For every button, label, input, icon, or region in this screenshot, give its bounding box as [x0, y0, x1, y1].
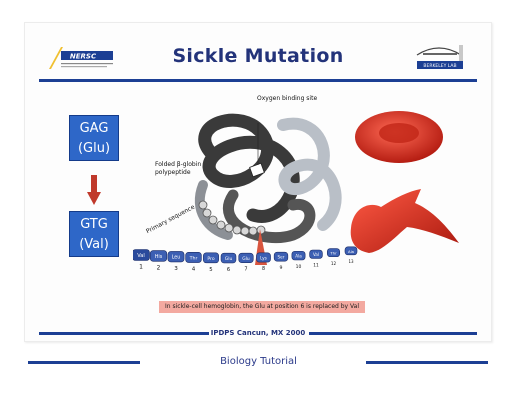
aa-normal: (Glu) — [77, 141, 111, 156]
residue-position: 11 — [313, 262, 319, 268]
residue-label: Glu — [242, 256, 250, 262]
residue-shape — [133, 249, 150, 261]
page-rule-right — [366, 361, 488, 364]
residue-bead: Pro 5 — [203, 252, 219, 273]
residue-bead: Glu 7 — [238, 252, 254, 273]
globin-diagram: Val 1 His 2 Leu 3 Thr 4 Pro 5 Glu 6 Glu 7 Lys 8 Ser 9 Ala 1… — [133, 113, 358, 273]
residue-bead: Ala 13 — [344, 246, 358, 264]
red-blood-cells — [350, 111, 459, 253]
primary-sequence-chain: Val 1 His 2 Leu 3 Thr 4 Pro 5 Glu 6 Glu 7 Lys 8 Ser 9 Ala 1… — [133, 246, 358, 273]
berkeley-lab-logo: BERKELEY LAB — [416, 45, 463, 69]
residue-bead: Ala 10 — [291, 250, 306, 270]
residue-shape — [220, 252, 237, 264]
residue-position: 13 — [348, 259, 354, 264]
slide-title: Sickle Mutation — [172, 45, 344, 67]
codon-normal: GAG — [79, 121, 109, 136]
residue-position: 6 — [227, 267, 230, 273]
residue-label: Pro — [207, 256, 214, 262]
residue-label: Ser — [278, 255, 285, 260]
residue-position: 4 — [192, 267, 196, 273]
residue-shape — [273, 251, 289, 262]
residue-position: 1 — [139, 264, 143, 271]
residue-label: Glu — [225, 256, 233, 262]
residue-label: His — [155, 254, 163, 260]
codon-normal-box: GAG (Glu) — [69, 115, 119, 161]
residue-label: Ala — [295, 254, 302, 259]
residue-shape — [238, 252, 254, 263]
label-folded-line2: polypeptide — [155, 169, 191, 176]
logo-left-text: NERSC — [70, 53, 97, 61]
residue-label: Val — [137, 253, 145, 259]
residue-bead: Lys 8 — [256, 252, 271, 272]
residue-position: 12 — [331, 261, 337, 266]
residue-position: 2 — [157, 265, 161, 271]
page-rule-left — [28, 361, 140, 364]
aa-mutant: (Val) — [79, 237, 109, 252]
caption-banner: In sickle-cell hemoglobin, the Glu at po… — [159, 301, 365, 313]
residue-label: Lys — [260, 255, 268, 261]
residue-bead: Val 11 — [309, 249, 323, 268]
residue-label: Ala — [348, 249, 354, 254]
logo-right-text: BERKELEY LAB — [423, 63, 456, 69]
page-footer-label: Biology Tutorial — [220, 356, 297, 367]
residue-shape — [185, 251, 202, 263]
footer-rule-left — [39, 332, 209, 335]
label-folded-line1: Folded β-globin — [155, 161, 202, 168]
residue-bead: Glu 6 — [220, 252, 237, 273]
residue-bead: Leu 3 — [167, 251, 185, 272]
residue-shape — [326, 248, 341, 258]
normal-red-blood-cell — [355, 111, 443, 163]
residue-shape — [256, 252, 271, 263]
residue-position: 10 — [296, 264, 302, 270]
residue-position: 7 — [244, 267, 247, 273]
residue-position: 5 — [209, 267, 212, 273]
nersc-logo: NERSC — [49, 47, 113, 69]
codon-mutant-box: GTG (Val) — [69, 211, 119, 257]
slide-footer: IPDPS Cancun, MX 2000 — [210, 329, 306, 337]
residue-shape — [344, 246, 358, 256]
slide: NERSC Sickle Mutation BERKELEY LAB GAG (… — [24, 22, 492, 342]
residue-shape — [309, 249, 323, 259]
residue-position: 9 — [280, 265, 283, 271]
residue-label: Thr — [189, 255, 198, 261]
residue-bead: Thr 12 — [326, 248, 341, 266]
residue-bead: Ser 9 — [273, 251, 289, 271]
residue-shape — [167, 251, 185, 263]
codon-mutant: GTG — [80, 217, 108, 232]
residue-label: Thr — [329, 251, 337, 256]
residue-shape — [203, 252, 219, 264]
residue-label: Val — [313, 252, 319, 257]
residue-position: 8 — [262, 266, 265, 272]
sickled-red-blood-cell — [350, 189, 459, 253]
residue-shape — [149, 250, 168, 262]
residue-bead: His 2 — [149, 250, 168, 271]
footer-rule-right — [309, 332, 477, 335]
residue-bead: Thr 4 — [185, 251, 202, 273]
residue-shape — [291, 250, 306, 261]
residue-position: 3 — [174, 266, 178, 272]
label-oxygen-binding-site: Oxygen binding site — [257, 95, 318, 102]
title-underline — [39, 79, 477, 82]
residue-label: Leu — [172, 255, 181, 261]
arrow-down-icon — [87, 175, 101, 205]
residue-bead: Val 1 — [133, 249, 150, 271]
